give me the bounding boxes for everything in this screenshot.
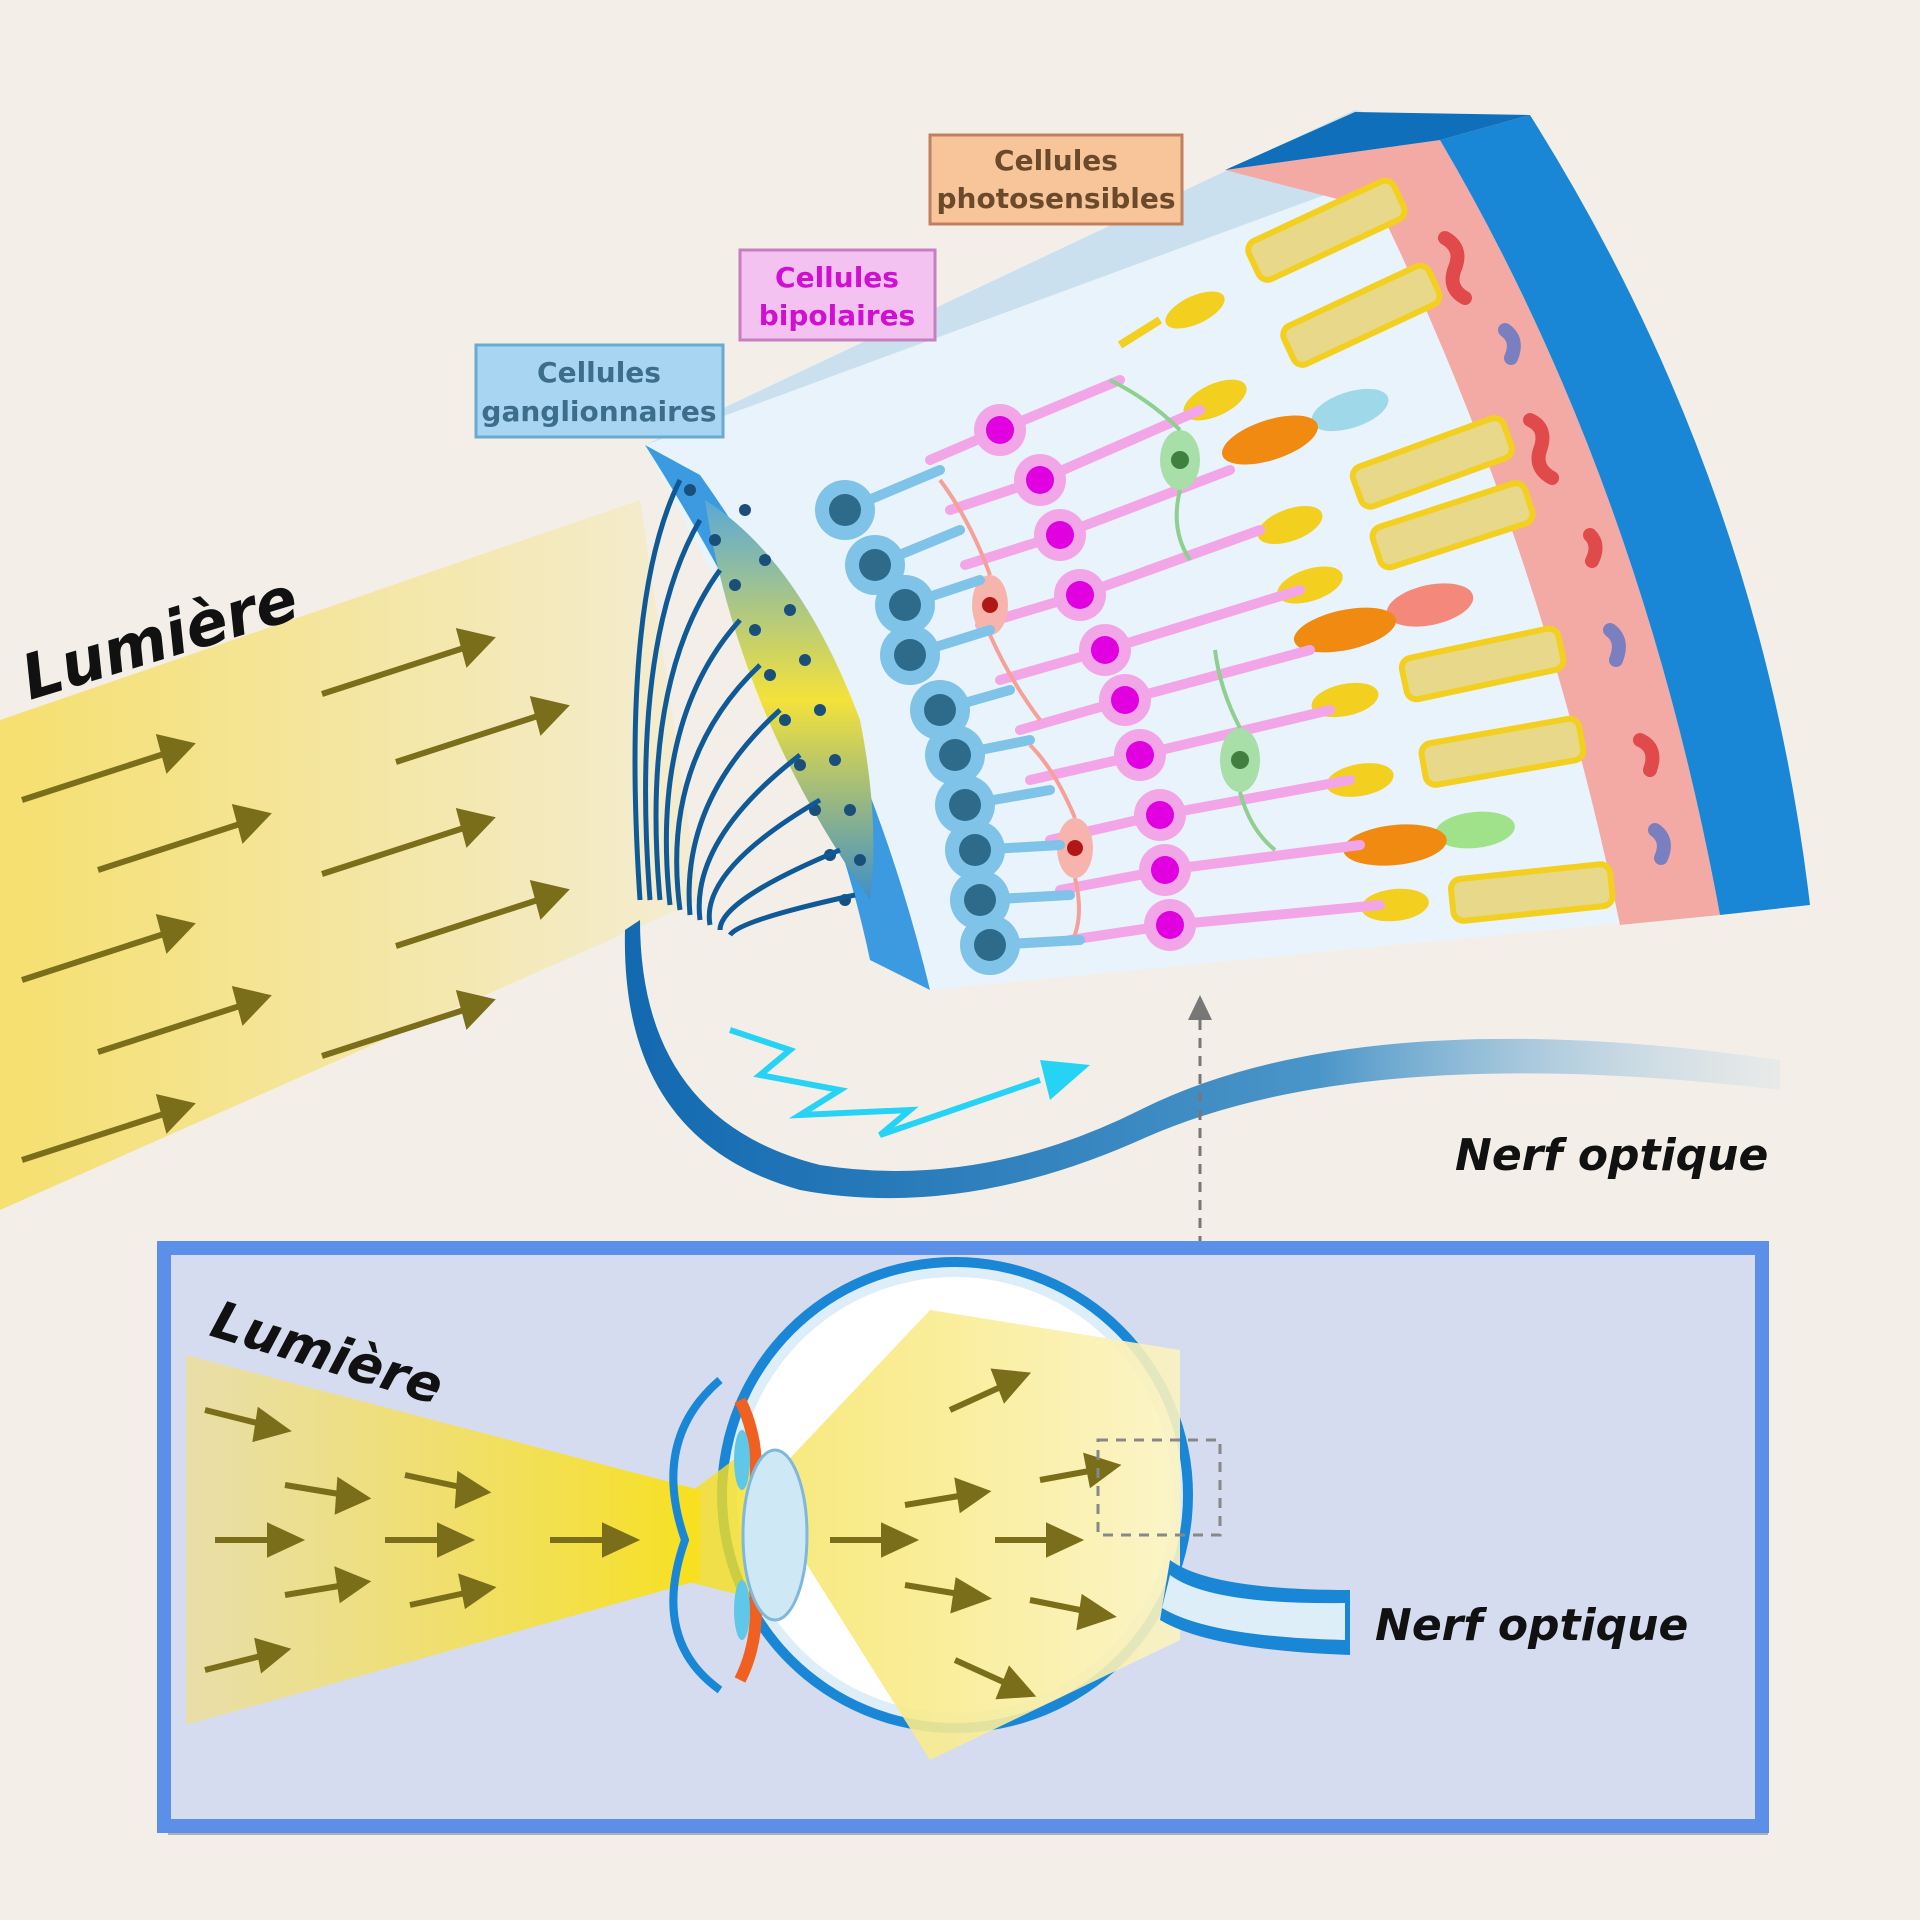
light-arrows <box>21 627 570 1163</box>
fiber-dots <box>684 484 866 906</box>
arrow <box>904 1577 993 1614</box>
arrow <box>204 1406 292 1443</box>
arrow <box>321 627 496 697</box>
cone <box>1293 583 1474 653</box>
rod <box>1117 177 1408 349</box>
zoom-link-arrowhead <box>1188 995 1212 1020</box>
label-bipolar: Cellules bipolaires <box>738 248 937 342</box>
inset-zoom-box <box>1096 1438 1222 1537</box>
rod <box>1326 715 1587 797</box>
horizontal-cells <box>938 378 1277 947</box>
rod <box>1257 415 1515 545</box>
arrow <box>204 1637 292 1674</box>
light-beam <box>0 500 700 1210</box>
arrow <box>830 1522 920 1558</box>
rod <box>1311 625 1567 718</box>
inset-panel: Lumière <box>157 1241 1769 1835</box>
inset-optic-nerve-label: Nerf optique <box>1375 1600 1688 1651</box>
choroid-layer <box>1225 140 1720 925</box>
cone <box>1222 388 1389 465</box>
arrow <box>948 1368 1032 1413</box>
arrow <box>953 1657 1037 1700</box>
inset-arrows <box>204 1406 641 1674</box>
svg-text:Cellules: Cellules <box>775 261 899 294</box>
arrow <box>385 1522 476 1558</box>
arrow <box>215 1522 306 1558</box>
sclera-top <box>1225 112 1530 170</box>
cone <box>1343 811 1515 866</box>
optic-nerve <box>624 920 1780 1199</box>
svg-text:Cellules: Cellules <box>994 144 1118 177</box>
arrow <box>21 1093 196 1163</box>
arrow <box>904 1477 992 1514</box>
arrow <box>1039 1452 1122 1489</box>
arrow <box>97 803 272 873</box>
label-photosensitive: Cellules photosensibles <box>928 133 1184 226</box>
arrow <box>284 1566 372 1604</box>
arrow <box>321 989 496 1059</box>
arrow <box>21 733 196 803</box>
retina-front-inner <box>705 500 874 900</box>
arrow <box>97 985 272 1055</box>
optic-nerve-label-top: Nerf optique <box>1455 1130 1768 1181</box>
blood-vessels <box>1438 231 1671 865</box>
sclera-layer <box>1440 115 1810 915</box>
signal-zigzag <box>729 1027 1041 1138</box>
bipolar-cells <box>925 375 1385 951</box>
arrow <box>995 1522 1085 1558</box>
arrow <box>284 1476 372 1515</box>
rod <box>1361 861 1616 924</box>
arrow <box>395 879 570 949</box>
arrow <box>1029 1593 1117 1631</box>
svg-text:photosensibles: photosensibles <box>937 182 1176 215</box>
photoreceptors <box>1117 177 1616 924</box>
nerve-fibers <box>632 478 856 937</box>
arrow <box>395 695 570 765</box>
svg-text:bipolaires: bipolaires <box>759 299 915 332</box>
arrow <box>21 913 196 983</box>
arrow <box>550 1522 641 1558</box>
arrow <box>404 1470 492 1509</box>
svg-text:Cellules: Cellules <box>537 356 661 389</box>
inset-eye-arrows <box>830 1368 1122 1700</box>
ganglion-cells <box>815 465 1085 975</box>
signal-arrowhead <box>1040 1060 1090 1100</box>
label-ganglion: Cellules ganglionnaires <box>474 343 725 439</box>
arrow <box>321 807 496 877</box>
svg-text:ganglionnaires: ganglionnaires <box>481 395 716 428</box>
arrow <box>409 1573 497 1610</box>
